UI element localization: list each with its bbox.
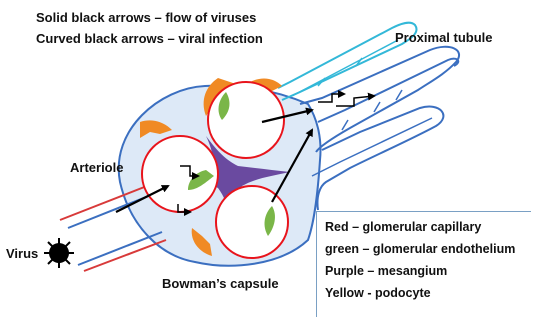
legend-red: Red – glomerular capillary [325, 220, 481, 234]
label-virus: Virus [6, 246, 38, 261]
virus-icon [44, 238, 74, 268]
legend-flow-of-viruses: Solid black arrows – flow of viruses [36, 10, 256, 25]
legend-yellow: Yellow - podocyte [325, 286, 431, 300]
tubule-segment [374, 102, 380, 112]
proximal-tubule-blue [300, 47, 459, 210]
label-arteriole: Arteriole [70, 160, 123, 175]
label-proximal-tubule: Proximal tubule [395, 30, 493, 45]
arteriole-blue-line-2 [78, 232, 162, 265]
legend-purple: Purple – mesangium [325, 264, 447, 278]
label-bowmans-capsule: Bowman’s capsule [162, 276, 279, 291]
arteriole-red-line-2 [84, 240, 166, 271]
legend-viral-infection: Curved black arrows – viral infection [36, 31, 263, 46]
tubule-segment [342, 120, 348, 130]
color-legend: Red – glomerular capillary green – glome… [316, 211, 531, 317]
glomerular-capillary [216, 186, 288, 258]
legend-green: green – glomerular endothelium [325, 242, 515, 256]
